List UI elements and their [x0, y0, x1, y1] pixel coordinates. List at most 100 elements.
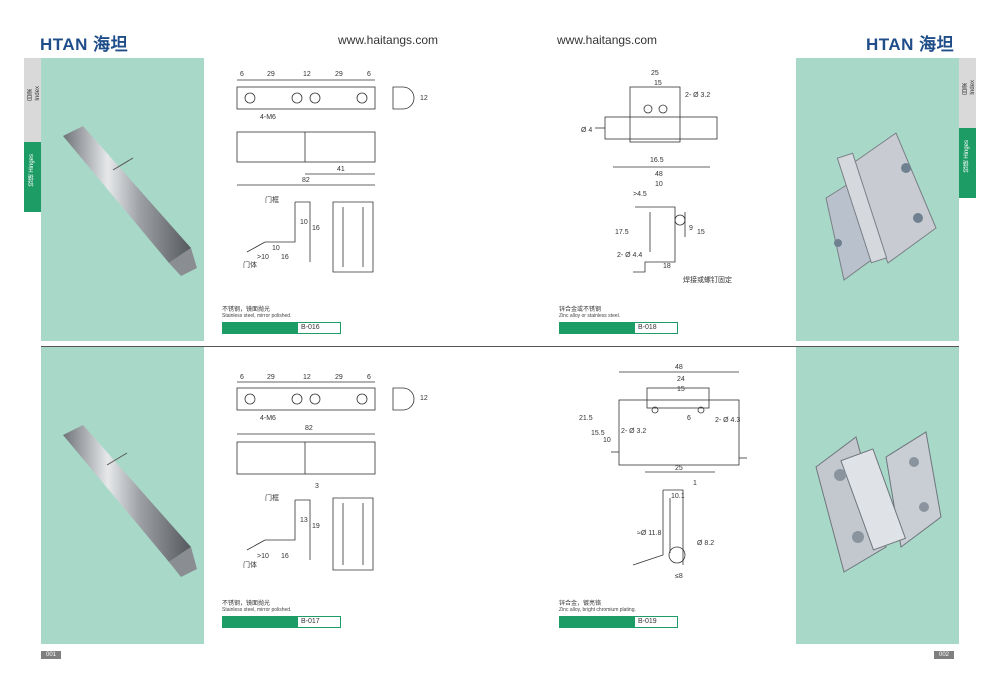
product-photo-panel-b017: [41, 347, 204, 644]
dim-b018-1: 25: [651, 70, 659, 77]
dim-b017-6: 12: [420, 395, 428, 402]
dim-b017-13: 19: [312, 523, 320, 530]
dim-b018-5: 16.5: [650, 157, 664, 164]
code-bar-b017: B-017: [222, 616, 341, 628]
dim-b016-7: 4-M6: [260, 114, 276, 121]
dim-b018-14: 焊接或螺钉固定: [683, 275, 732, 284]
dim-b016-13: 16: [312, 225, 320, 232]
product-code-b017: B-017: [301, 618, 320, 625]
dim-b017-10: 门框: [265, 493, 279, 502]
section-divider: [41, 346, 959, 347]
dim-b019-5: 2- Ø 3.2: [621, 428, 646, 435]
dim-b019-10: 25: [675, 465, 683, 472]
brand-logo-right: HTAN 海坦: [866, 35, 955, 54]
dim-b018-11: 9: [689, 225, 693, 232]
dim-b017-2: 29: [267, 374, 275, 381]
code-bar-b019: B-019: [559, 616, 678, 628]
dim-b017-7: 4-M6: [260, 415, 276, 422]
code-bar-b018: B-018: [559, 322, 678, 334]
dim-b016-14: >10: [257, 254, 269, 261]
dim-b016-10: 门框: [265, 195, 279, 204]
dim-b019-11: 1: [693, 480, 697, 487]
material-cn-b016: 不锈钢，镜面抛光: [222, 307, 271, 313]
dim-b017-3: 12: [303, 374, 311, 381]
dim-b019-9: 6: [687, 415, 691, 422]
dim-b019-2: 24: [677, 376, 685, 383]
dim-b017-5: 6: [367, 374, 371, 381]
index-tab-en-right: Index: [970, 80, 976, 95]
page-number-left: 001: [41, 651, 62, 659]
hinges-tab-left[interactable]: 铰链 Hinges: [24, 142, 41, 212]
dim-b018-13: 18: [663, 263, 671, 270]
dim-b016-8: 41: [337, 166, 345, 173]
dim-b019-14: Ø 8.2: [697, 540, 714, 547]
material-en-b019: Zinc alloy, bright chromium plating.: [559, 607, 636, 613]
dim-b016-3: 12: [303, 71, 311, 78]
dim-b019-12: 10.1: [671, 493, 685, 500]
dim-b019-6: 21.5: [579, 415, 593, 422]
dim-b018-4: Ø 4: [581, 127, 592, 134]
dim-b019-13: ≈Ø 11.8: [637, 530, 661, 537]
hinges-tab-right[interactable]: 铰链 Hinges: [959, 128, 976, 198]
dim-b018-3: 2- Ø 3.2: [685, 92, 710, 99]
dim-b016-4: 29: [335, 71, 343, 78]
hinge-photo-b016: [63, 126, 197, 276]
dim-b017-15: 16: [281, 553, 289, 560]
dim-b017-1: 6: [240, 374, 244, 381]
dim-b019-15: ≤8: [675, 573, 683, 580]
brand-logo-left: HTAN 海坦: [40, 35, 129, 54]
index-tab-right[interactable]: 目录 Index: [959, 58, 976, 128]
hinge-photo-b018: [825, 132, 937, 281]
caption-b016: 不锈钢，镜面抛光 Stainless steel, mirror polishe…: [222, 304, 341, 334]
product-code-b019: B-019: [638, 618, 657, 625]
technical-drawing-b018: 25 15 2- Ø 3.2 Ø 4 16.5 48 10 >4.5 17.5 …: [581, 70, 732, 284]
material-cn-b019: 锌合金，镀亮铬: [559, 601, 602, 607]
dim-b019-3: 15: [677, 386, 685, 393]
dim-b017-8: 82: [305, 425, 313, 432]
product-code-b018: B-018: [638, 324, 657, 331]
index-tab-cn-right: 目录: [963, 82, 969, 95]
dim-b018-2: 15: [654, 80, 662, 87]
page-number-right: 002: [934, 651, 955, 659]
material-cn-b018: 锌合金或不锈钢: [559, 307, 602, 313]
dim-b016-6: 12: [420, 95, 428, 102]
dim-b016-1: 6: [240, 71, 244, 78]
dim-b019-1: 48: [675, 364, 683, 371]
code-bar-b016: B-016: [222, 322, 341, 334]
dim-b017-12: 13: [300, 517, 308, 524]
dim-b016-9: 82: [302, 177, 310, 184]
dim-b018-8: >4.5: [633, 191, 647, 198]
product-photo-panel-b018: [796, 58, 959, 341]
material-en-b016: Stainless steel, mirror polished.: [222, 313, 292, 319]
dim-b016-12: 10: [300, 219, 308, 226]
caption-b018: 锌合金或不锈钢 Zinc alloy or stainless steel. B…: [559, 304, 678, 334]
dim-b017-9: 3: [315, 483, 319, 490]
dim-b018-10: 2- Ø 4.4: [617, 252, 642, 259]
dim-b017-14: >10: [257, 553, 269, 560]
dim-b017-4: 29: [335, 374, 343, 381]
hinge-photo-b019: [815, 431, 942, 573]
product-photo-panel-b019: [796, 347, 959, 644]
index-tab-left[interactable]: 目录 Index: [24, 58, 41, 142]
dim-b018-7: 10: [655, 181, 663, 188]
hinges-tab-label-right: 铰链 Hinges: [964, 140, 970, 173]
dim-b019-7: 15.5: [591, 430, 605, 437]
caption-b017: 不锈钢，镜面抛光 Stainless steel, mirror polishe…: [222, 598, 341, 628]
dim-b016-15: 16: [281, 254, 289, 261]
dim-b019-8: 10: [603, 437, 611, 444]
index-tab-cn: 目录: [28, 88, 34, 101]
dim-b019-4: 2- Ø 4.3: [715, 417, 740, 424]
dim-b018-12: 15: [697, 229, 705, 236]
material-cn-b017: 不锈钢，镜面抛光: [222, 601, 271, 607]
hinge-photo-b017: [63, 425, 197, 577]
dim-b018-6: 48: [655, 171, 663, 178]
technical-drawing-b019: 48 24 15 2- Ø 4.3 2- Ø 3.2 21.5 15.5 10 …: [579, 364, 747, 580]
hinges-tab-label: 铰链 Hinges: [29, 154, 35, 187]
dim-b016-5: 6: [367, 71, 371, 78]
caption-b019: 锌合金，镀亮铬 Zinc alloy, bright chromium plat…: [559, 598, 678, 628]
dim-b016-11: 门体: [243, 260, 257, 269]
product-code-b016: B-016: [301, 324, 320, 331]
website-url-left: www.haitangs.com: [338, 33, 439, 47]
technical-drawing-b016: 6 29 12 29 6 12 4-M6 41 82 门框 门体 10 16 >…: [236, 71, 428, 273]
dim-b016-16: 10: [272, 245, 280, 252]
